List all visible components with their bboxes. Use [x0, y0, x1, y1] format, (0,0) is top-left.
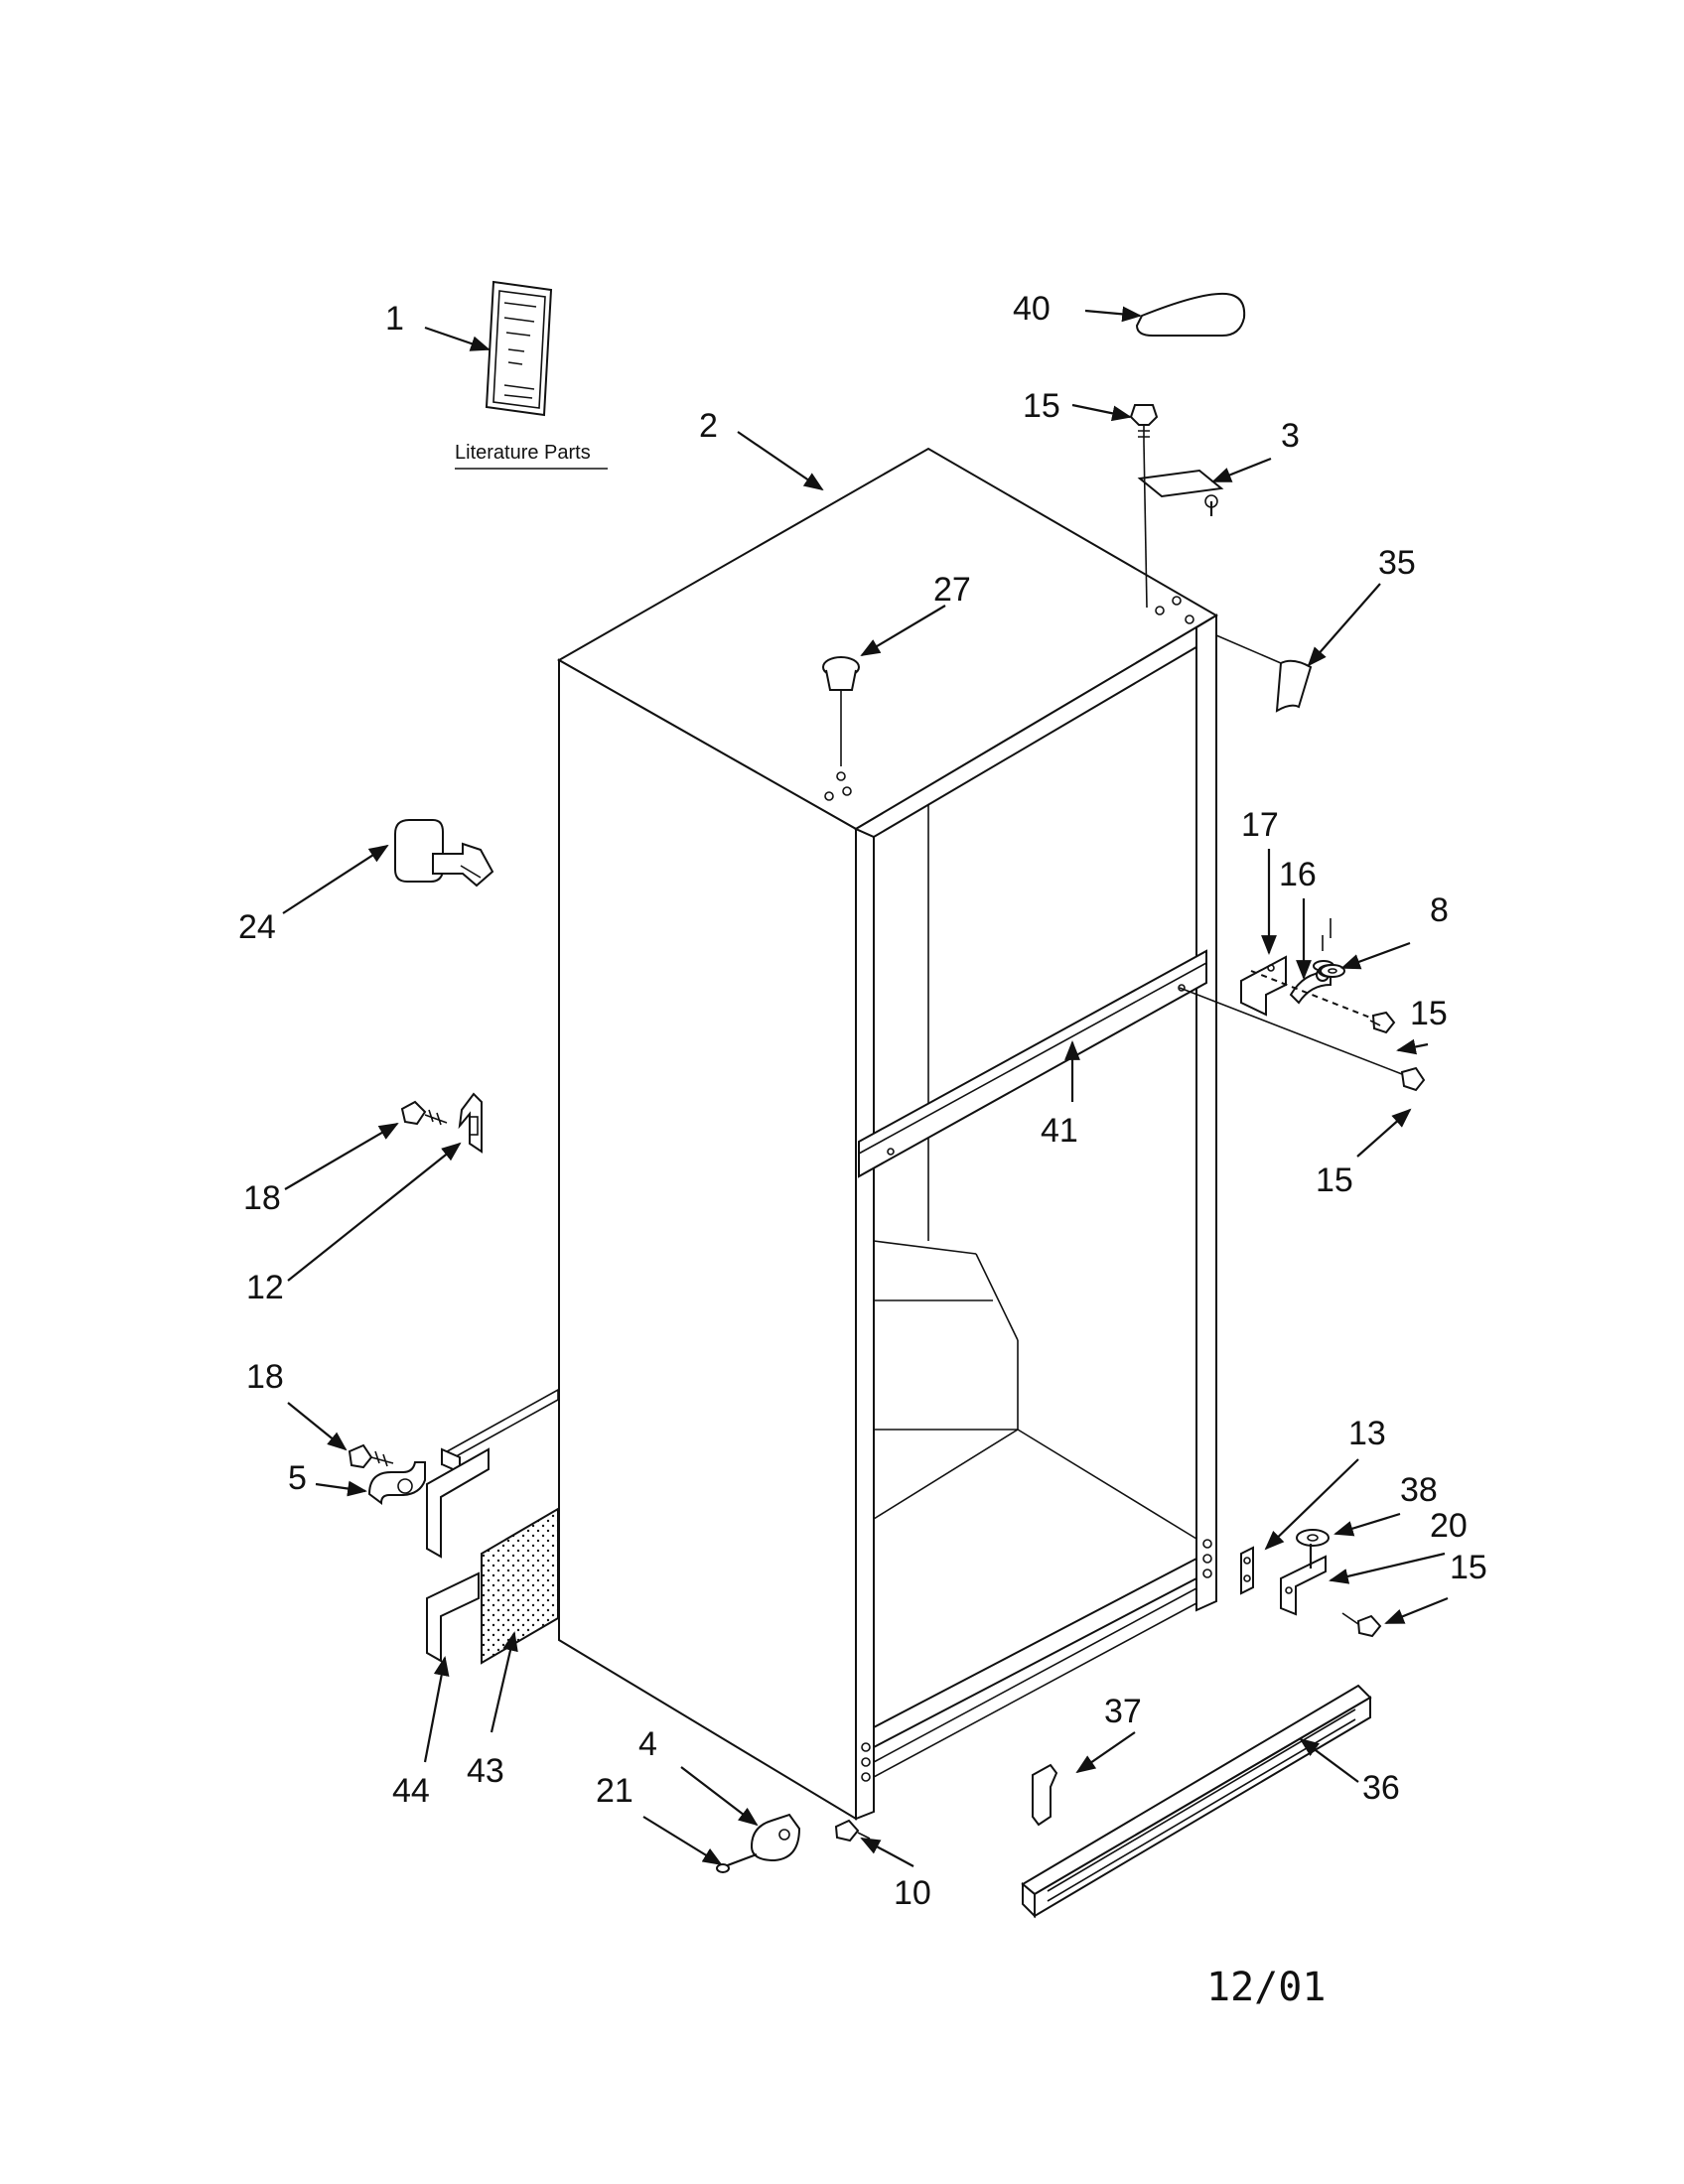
- callout-36: 36: [1362, 1769, 1400, 1807]
- literature-caption: Literature Parts: [455, 442, 591, 464]
- callout-labels: 1 2 3 4 5 8 10 12 13 15 15 15 15 16 17 1…: [238, 290, 1487, 1912]
- screw-lower: [1341, 1612, 1382, 1638]
- leveling-leg: [750, 1813, 801, 1862]
- callout-24: 24: [238, 908, 276, 946]
- callout-18-lower: 18: [246, 1358, 284, 1396]
- callout-43: 43: [467, 1752, 504, 1790]
- callout-17: 17: [1241, 806, 1279, 844]
- callout-20: 20: [1430, 1507, 1468, 1545]
- callout-18-upper: 18: [243, 1179, 281, 1217]
- callout-27: 27: [933, 571, 971, 609]
- callout-15-lower-mid: 15: [1316, 1161, 1353, 1199]
- literature-booklet: [485, 280, 553, 417]
- hardware-parts: [348, 292, 1426, 1919]
- callout-15-bottom: 15: [1450, 1549, 1487, 1586]
- callout-37: 37: [1104, 1693, 1142, 1730]
- divider-bar: [858, 949, 1207, 1178]
- bolt-lower: [348, 1443, 394, 1469]
- callout-21: 21: [596, 1772, 633, 1810]
- callout-13: 13: [1348, 1415, 1386, 1452]
- callout-35: 35: [1378, 544, 1416, 582]
- clip: [1275, 659, 1313, 713]
- callout-38: 38: [1400, 1471, 1438, 1509]
- grille-clip: [1032, 1763, 1058, 1827]
- hinge-cover: [1135, 292, 1246, 337]
- pin-21: [716, 1852, 758, 1873]
- screw-top: [1129, 404, 1159, 443]
- callout-5: 5: [288, 1459, 307, 1497]
- callout-12: 12: [246, 1269, 284, 1306]
- rear-brackets: [367, 1388, 559, 1665]
- callout-40: 40: [1013, 290, 1051, 328]
- leader-arrows: [282, 306, 1449, 1867]
- callout-16: 16: [1279, 856, 1317, 893]
- plug: [822, 656, 860, 781]
- hinge-plate-13: [1240, 1546, 1254, 1595]
- callout-15-mid: 15: [1410, 995, 1448, 1032]
- bracket-12: [458, 1092, 483, 1154]
- callout-8: 8: [1430, 891, 1449, 929]
- callout-3: 3: [1281, 417, 1300, 455]
- axle-pin: [394, 819, 494, 887]
- callout-4: 4: [638, 1725, 657, 1763]
- lower-hinge-20: [1280, 1544, 1327, 1616]
- middle-hinge: [1240, 918, 1371, 1019]
- date-code: 12/01: [1206, 1965, 1326, 2010]
- callout-44: 44: [392, 1772, 430, 1810]
- bolt-upper: [400, 1100, 448, 1126]
- screw-10: [834, 1819, 871, 1843]
- screw-mid-a: [1369, 1011, 1396, 1034]
- screw-mid-b: [1179, 987, 1426, 1092]
- callout-15-top: 15: [1023, 387, 1060, 425]
- top-hinge: [1137, 469, 1224, 498]
- callout-41: 41: [1041, 1112, 1078, 1150]
- callout-10: 10: [894, 1874, 931, 1912]
- washer-8: [1320, 964, 1345, 978]
- callout-2: 2: [699, 407, 718, 445]
- grille: [1021, 1684, 1372, 1919]
- callout-1: 1: [385, 300, 404, 338]
- washer-38: [1296, 1529, 1330, 1547]
